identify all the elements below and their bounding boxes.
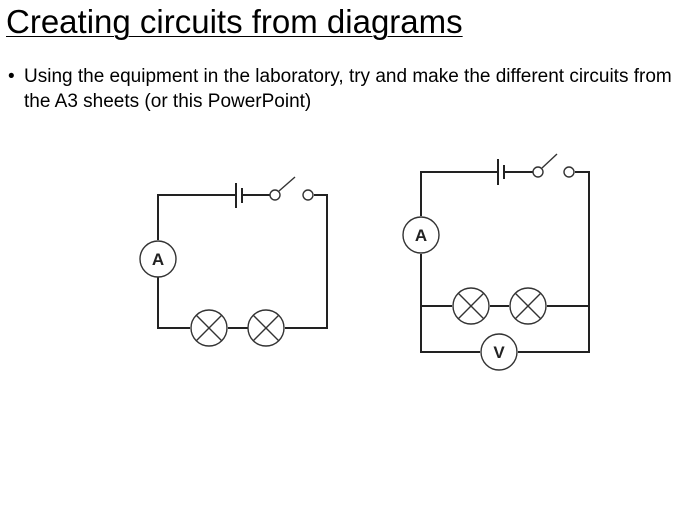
voltmeter-label: V [493,343,505,362]
lamp-symbol [452,287,490,325]
cell-symbol [235,183,243,208]
bullet-list: • Using the equipment in the laboratory,… [8,64,694,114]
circuit-1-wires [157,194,328,329]
lamp-symbol [509,287,547,325]
cell-symbol [497,159,505,185]
ammeter-symbol: A [402,216,440,254]
lamp-symbol [247,309,285,347]
switch-symbol [532,153,575,178]
circuit-2-wires [420,171,590,353]
ammeter-label: A [415,226,427,245]
voltmeter-symbol: V [480,333,518,371]
bullet-marker: • [8,66,15,87]
bullet-text: Using the equipment in the laboratory, t… [24,66,672,112]
slide-title: Creating circuits from diagrams [6,3,463,40]
circuit-diagram-1: A [139,176,328,347]
ammeter-label: A [152,250,164,269]
switch-symbol [269,176,314,201]
lamp-symbol [190,309,228,347]
circuit-diagram-2: A V [402,153,590,371]
ammeter-symbol: A [139,240,177,278]
bullet-item: • Using the equipment in the laboratory,… [8,64,694,114]
